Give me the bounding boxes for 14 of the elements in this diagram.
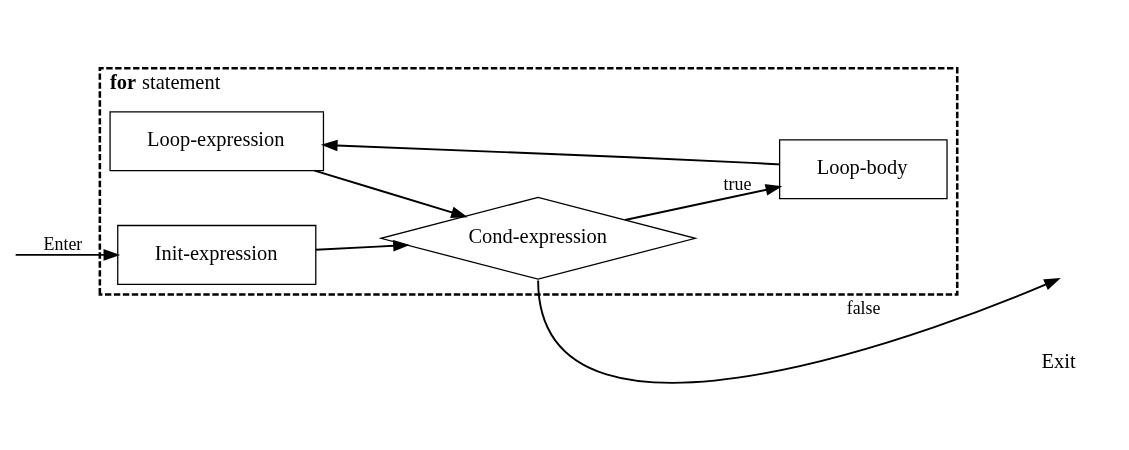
arrow xyxy=(537,277,1061,383)
node-box: Loop-body xyxy=(779,138,948,199)
label: Exit xyxy=(1041,349,1076,372)
edge-label: false xyxy=(846,297,881,318)
arrow xyxy=(313,169,468,218)
node-diamond: Cond-expression xyxy=(378,196,698,280)
node-box: Init-expression xyxy=(117,224,317,285)
arrow xyxy=(624,183,783,221)
node-box: Loop-expression xyxy=(109,110,325,171)
edge-label: true xyxy=(723,173,752,194)
arrow xyxy=(314,239,410,252)
arrow xyxy=(14,248,121,261)
arrow xyxy=(320,139,781,165)
edge-label: Enter xyxy=(43,233,83,254)
